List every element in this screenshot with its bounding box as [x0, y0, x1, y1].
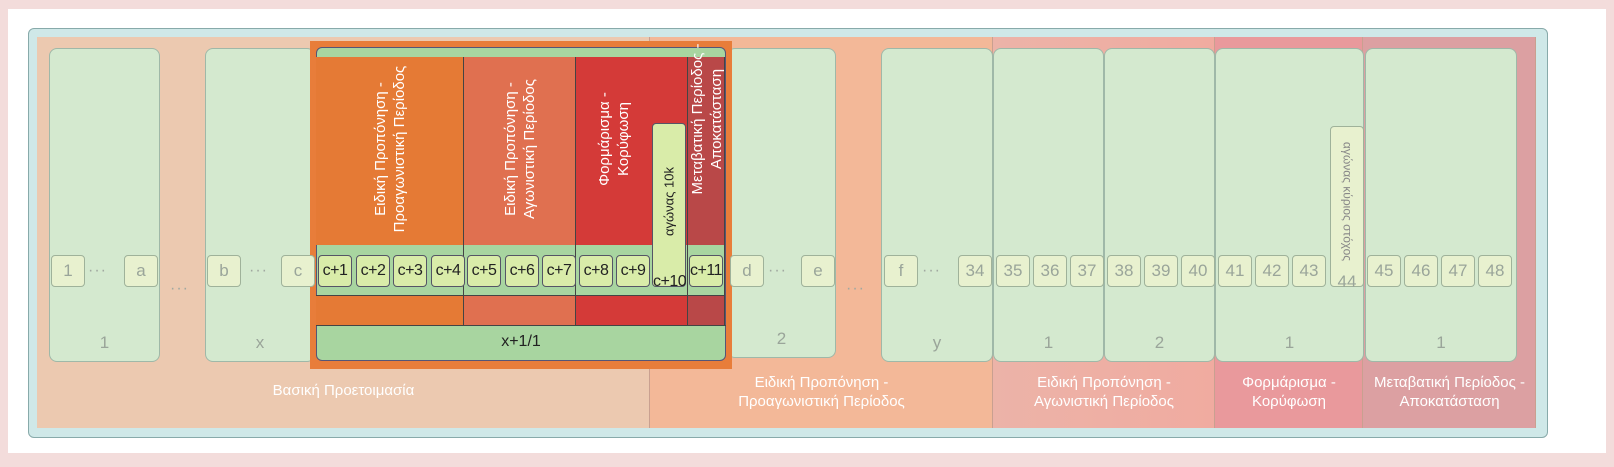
- phase-label-line: Ειδική Προπόνηση -: [1037, 374, 1171, 391]
- week-cell[interactable]: c+3: [393, 255, 427, 287]
- week-cell[interactable]: c+7: [542, 255, 576, 287]
- week-cell[interactable]: e: [801, 255, 835, 287]
- week-cell[interactable]: c+11: [689, 255, 723, 287]
- mesocycle-label: y: [932, 333, 942, 352]
- mesocycle-column: 2: [727, 48, 836, 358]
- week-cell[interactable]: 45: [1367, 255, 1401, 287]
- week-cell[interactable]: 34: [958, 255, 992, 287]
- mesocycle-label: 1: [1284, 333, 1295, 352]
- mesocycle-column: 1: [1365, 48, 1517, 362]
- week-cell[interactable]: 1: [51, 255, 85, 287]
- week-cell[interactable]: 36: [1033, 255, 1067, 287]
- phase-label: Ειδική Προπόνηση - Αγωνιστική Περίοδος: [993, 373, 1215, 411]
- mesocycle-column: 2: [1104, 48, 1215, 362]
- week-cell[interactable]: f: [884, 255, 918, 287]
- phase-label: Βασική Προετοιμασία: [37, 381, 650, 400]
- subphase-block-lower: [464, 295, 576, 325]
- phase-label: Φορμάρισμα - Κορύφωση: [1215, 373, 1363, 411]
- week-cell[interactable]: c+6: [505, 255, 539, 287]
- subphase-block: [464, 57, 576, 245]
- week-cell[interactable]: a: [124, 255, 158, 287]
- main-race-label: αγώνας κύριος στόχος: [1340, 141, 1355, 262]
- week-cell[interactable]: c+5: [467, 255, 501, 287]
- ellipsis: ···: [88, 262, 107, 279]
- subphase-label-line: Αποκατάσταση: [707, 68, 725, 170]
- week-cell[interactable]: 39: [1144, 255, 1178, 287]
- mesocycle-column: 1: [49, 48, 160, 362]
- week-cell[interactable]: 47: [1441, 255, 1475, 287]
- subphase-week-row: [576, 245, 688, 295]
- week-cell[interactable]: 38: [1107, 255, 1141, 287]
- phase-label-line: Ειδική Προπόνηση -: [754, 374, 889, 391]
- subphase-block-lower: [316, 295, 464, 325]
- subphase-label: Φορμάρισμα -Κορύφωση: [595, 0, 633, 289]
- mesocycle-label: 1: [1043, 333, 1054, 352]
- race-10k-label: αγώνας 10k: [661, 166, 677, 237]
- mesocycle-label: x: [255, 333, 265, 352]
- week-cell[interactable]: c+8: [579, 255, 613, 287]
- week-cell[interactable]: 44: [1330, 126, 1364, 291]
- phase-label: Μεταβατική Περίοδος - Αποκατάσταση: [1363, 373, 1536, 411]
- subphase-label-line: Μεταβατική Περίοδος -: [688, 43, 706, 195]
- subphase-block-lower: [576, 295, 688, 325]
- mesocycle-column: 1: [993, 48, 1104, 362]
- phase-label: Ειδική Προπόνηση - Προαγωνιστική Περίοδος: [650, 373, 993, 411]
- mesocycle-bar-label: x+1/1: [501, 333, 541, 350]
- phase-label-line: Κορύφωση: [1252, 393, 1326, 410]
- week-cell[interactable]: c+9: [616, 255, 650, 287]
- week-cell[interactable]: 35: [996, 255, 1030, 287]
- week-cell[interactable]: c+1: [318, 255, 352, 287]
- week-cell[interactable]: b: [207, 255, 241, 287]
- subphase-block: [316, 57, 464, 245]
- week-cell[interactable]: 40: [1181, 255, 1215, 287]
- ellipsis: ···: [249, 262, 268, 279]
- mesocycle-label: 1: [1436, 333, 1446, 352]
- week-cell[interactable]: 43: [1292, 255, 1326, 287]
- subphase-week-row: [688, 245, 725, 295]
- phase-label-line: Αποκατάσταση: [1399, 393, 1500, 410]
- week-cell[interactable]: 46: [1404, 255, 1438, 287]
- subphase-label-line: Κορύφωση: [615, 102, 632, 176]
- ellipsis: ···: [768, 262, 787, 279]
- mesocycle-bar: [316, 325, 726, 361]
- subphase-block-lower: [688, 295, 725, 325]
- mesocycle-column: x: [205, 48, 315, 362]
- week-cell[interactable]: 48: [1478, 255, 1512, 287]
- week-cell[interactable]: c+4: [431, 255, 465, 287]
- subphase-label-line: Φορμάρισμα -: [596, 92, 613, 186]
- week-cell[interactable]: c+2: [356, 255, 390, 287]
- mesocycle-label: 2: [1154, 333, 1165, 352]
- mesocycle-label: 2: [776, 329, 787, 348]
- subphase-label: Μεταβατική Περίοδος -Αποκατάσταση: [688, 0, 726, 269]
- phase-label-line: Προαγωνιστική Περίοδος: [738, 393, 905, 410]
- phase-label-line: Φορμάρισμα -: [1242, 374, 1336, 391]
- mesocycle-label: 1: [99, 333, 110, 352]
- week-cell[interactable]: 42: [1255, 255, 1289, 287]
- week-cell[interactable]: 41: [1218, 255, 1252, 287]
- phase-label-line: Βασική Προετοιμασία: [272, 382, 415, 399]
- ellipsis: ···: [170, 280, 189, 297]
- mesocycle-column: y: [881, 48, 993, 362]
- subphase-block: [688, 57, 725, 245]
- ellipsis: ···: [846, 280, 865, 297]
- week-cell[interactable]: c+10: [652, 123, 687, 290]
- week-cell[interactable]: c: [281, 255, 315, 287]
- phase-label-line: Μεταβατική Περίοδος -: [1374, 374, 1525, 391]
- week-cell[interactable]: 37: [1070, 255, 1104, 287]
- week-cell[interactable]: d: [730, 255, 764, 287]
- phase-label-line: Αγωνιστική Περίοδος: [1034, 393, 1174, 410]
- ellipsis: ···: [922, 262, 941, 279]
